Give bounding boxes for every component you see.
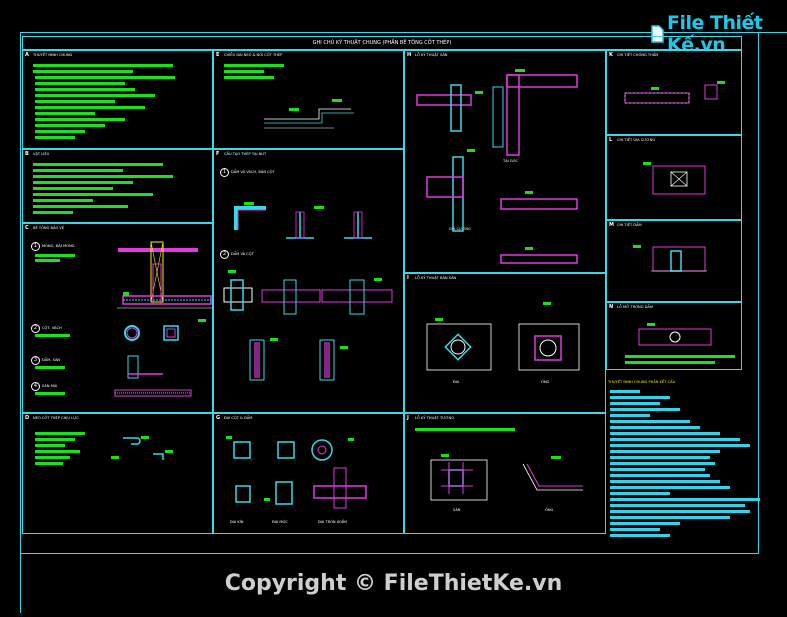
label-g-caption1: ĐAI KÍN — [230, 520, 244, 524]
section-c-letter: C — [25, 225, 29, 231]
label-c2: CỘT, VÁCH — [42, 326, 62, 330]
beam-opening-detail — [638, 323, 712, 346]
section-m: M CHI TIẾT DẦM — [606, 220, 742, 302]
section-c-title: BÊ TÔNG BẢO VỆ — [33, 226, 65, 230]
section-a-letter: A — [25, 52, 29, 58]
section-d-letter: D — [25, 415, 30, 421]
section-g-letter: G — [216, 415, 221, 421]
waterproofing-detail — [624, 81, 725, 104]
section-g: G ĐAI CỘT & DẦM ĐAI KÍN ĐAI MÓC ĐAI TRÒN… — [213, 413, 404, 534]
section-e: E CHIỀU DÀI NEO & NỐI CỐT THÉP — [213, 50, 404, 149]
section-g-title: ĐAI CỘT & DẦM — [224, 416, 253, 420]
sheet-title: GHI CHÚ KỸ THUẬT CHUNG (PHẦN BÊ TÔNG CỐT… — [312, 40, 452, 46]
floor-opening-detail — [416, 69, 578, 264]
section-a: A THUYẾT MINH CHUNG — [22, 50, 213, 149]
section-e-title: CHIỀU DÀI NEO & NỐI CỐT THÉP — [224, 53, 283, 57]
section-i-title: LỖ KỸ THUẬT BẢN SÀN — [415, 276, 457, 280]
label-c3: DẦM, SÀN — [42, 358, 61, 362]
lap-splice-detail — [264, 99, 354, 129]
label-h-caption2: GIA CƯỜNG — [449, 227, 471, 231]
label-j-caption1: SÀN — [453, 508, 461, 512]
label-j-caption2: ỐNG — [545, 508, 554, 512]
section-m-letter: M — [609, 222, 614, 228]
section-e-letter: E — [216, 52, 220, 58]
right-note-title: THUYẾT MINH CHUNG PHẦN KẾT CẤU — [608, 380, 676, 384]
inner-frame — [20, 32, 787, 613]
label-i-caption1: ĐAI — [453, 380, 460, 384]
section-c: C BÊ TÔNG BẢO VỆ 1 MÓNG, ĐÀI MÓNG 2 CỘT,… — [22, 223, 214, 413]
section-f-title: CẤU TẠO THÉP TẠI NÚT — [224, 152, 267, 156]
section-j: J LỖ KỸ THUẬT TƯỜNG SÀN ỐNG — [404, 413, 606, 534]
section-i-letter: I — [407, 275, 409, 281]
section-b-letter: B — [25, 151, 29, 157]
section-l-title: CHI TIẾT GIA CƯỜNG — [617, 138, 656, 142]
section-n-letter: N — [609, 304, 614, 310]
section-l: L CHI TIẾT GIA CƯỜNG — [606, 135, 742, 220]
joint-detail — [223, 202, 393, 381]
section-h-letter: H — [407, 52, 412, 58]
section-k-letter: K — [609, 52, 613, 58]
slab-opening-detail — [426, 302, 580, 371]
label-c1: MÓNG, ĐÀI MÓNG — [42, 244, 75, 248]
section-h: H LỖ KỸ THUẬT SÀN TẠI GÓC GIA CƯỜNG — [404, 50, 606, 273]
section-i: I LỖ KỸ THUẬT BẢN SÀN ĐAI ỐNG — [404, 273, 606, 413]
foundation-detail — [114, 241, 214, 397]
section-d-title: NEO CỐT THÉP CHỊU LỰC — [33, 416, 79, 420]
label-c4: SÀN MÁI — [42, 384, 58, 388]
label-h-caption1: TẠI GÓC — [503, 159, 518, 163]
section-j-letter: J — [407, 415, 409, 421]
label-f1: DẦM VÀ VÁCH, BẢN CỘT — [231, 170, 275, 174]
label-g-caption3: ĐAI TRÒN XOẮN — [318, 520, 347, 524]
stirrup-detail — [226, 436, 367, 509]
section-h-title: LỖ KỸ THUẬT SÀN — [415, 53, 448, 57]
label-g-caption2: ĐAI MÓC — [272, 520, 288, 524]
section-l-letter: L — [609, 137, 613, 143]
label-i-caption2: ỐNG — [541, 380, 550, 384]
section-k: K CHI TIẾT CHỐNG THẤM — [606, 50, 742, 135]
beam-detail — [633, 245, 707, 272]
section-n-title: LỖ MỞ TRONG DẦM — [617, 305, 653, 309]
label-f2: DẦM VÀ CỘT — [231, 252, 254, 256]
section-b-title: VẬT LIỆU — [33, 152, 50, 156]
section-d: D NEO CỐT THÉP CHỊU LỰC — [22, 413, 213, 534]
wall-opening-detail — [430, 454, 583, 501]
sheet-title-bar: GHI CHÚ KỸ THUẬT CHUNG (PHẦN BÊ TÔNG CỐT… — [22, 36, 742, 50]
section-n: N LỖ MỞ TRONG DẦM — [606, 302, 742, 370]
section-f-letter: F — [216, 151, 220, 157]
section-a-title: THUYẾT MINH CHUNG — [33, 53, 73, 57]
section-b: B VẬT LIỆU — [22, 149, 213, 223]
section-j-title: LỖ KỸ THUẬT TƯỜNG — [415, 416, 455, 420]
anchorage-detail — [111, 436, 173, 460]
section-m-title: CHI TIẾT DẦM — [617, 223, 642, 227]
copyright-watermark: Copyright © FileThietKe.vn — [224, 571, 563, 596]
reinforcement-detail — [643, 162, 706, 195]
right-notes: THUYẾT MINH CHUNG PHẦN KẾT CẤU — [608, 378, 760, 538]
section-f: F CẤU TẠO THÉP TẠI NÚT 1 DẦM VÀ VÁCH, BẢ… — [213, 149, 404, 413]
section-k-title: CHI TIẾT CHỐNG THẤM — [617, 53, 659, 57]
